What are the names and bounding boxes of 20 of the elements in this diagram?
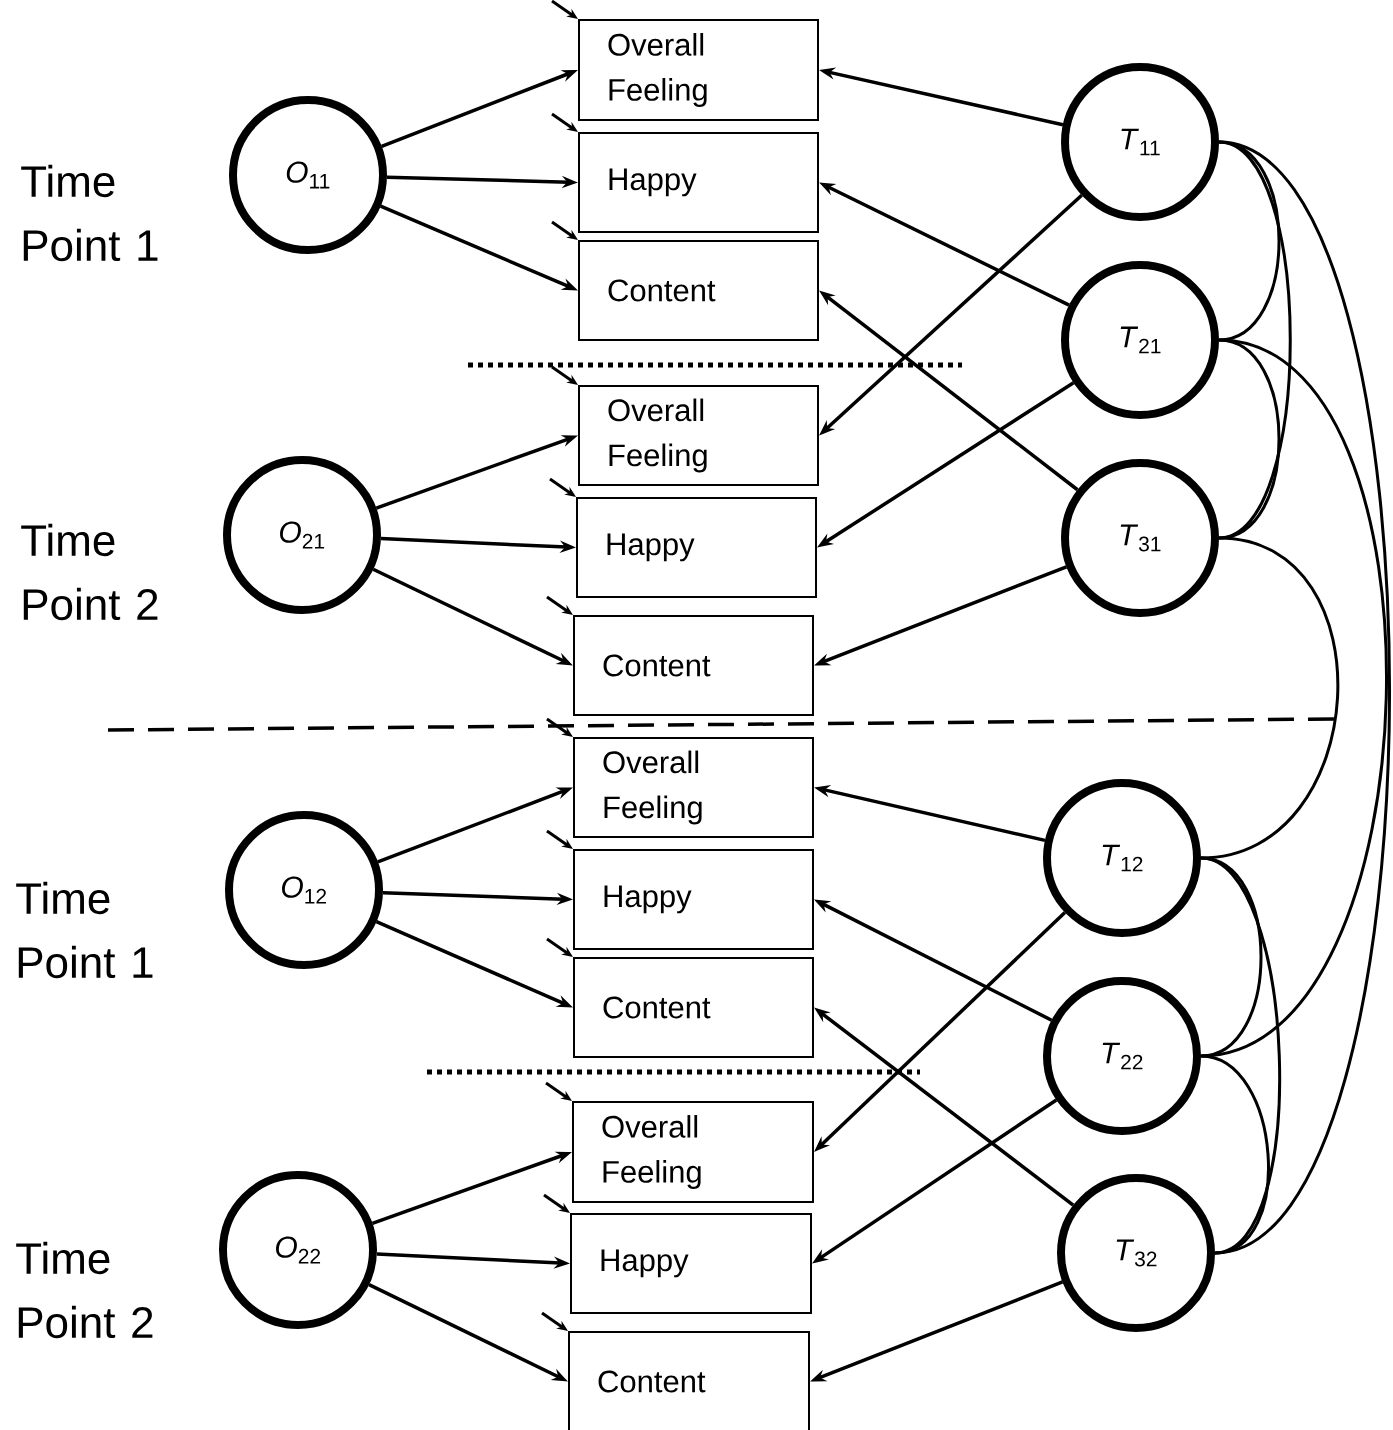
indicator-box: Happy xyxy=(573,849,814,950)
indicator-box: Content xyxy=(578,240,819,341)
indicator-box: Overall Feeling xyxy=(572,1101,814,1203)
indicator-box: Overall Feeling xyxy=(573,737,814,838)
time-point-label: Time Point 1 xyxy=(21,164,158,262)
covariance-curve xyxy=(1214,140,1391,1255)
indicator-box: Overall Feeling xyxy=(578,385,819,486)
covariance-curve xyxy=(1218,338,1281,540)
time-point-label: Time Point 2 xyxy=(16,1241,153,1339)
indicator-box: Content xyxy=(573,615,814,716)
covariance-curve xyxy=(1200,338,1388,1058)
covariance-curve xyxy=(1200,536,1339,860)
time-point-label: Time Point 1 xyxy=(16,881,153,979)
indicator-box: Content xyxy=(573,957,814,1058)
indicator-box: Happy xyxy=(578,132,819,233)
indicator-box: Content xyxy=(568,1331,810,1430)
indicator-box: Happy xyxy=(570,1213,812,1314)
indicator-box: Overall Feeling xyxy=(578,19,819,121)
indicator-box: Happy xyxy=(576,497,817,598)
time-point-label: Time Point 2 xyxy=(21,523,158,621)
